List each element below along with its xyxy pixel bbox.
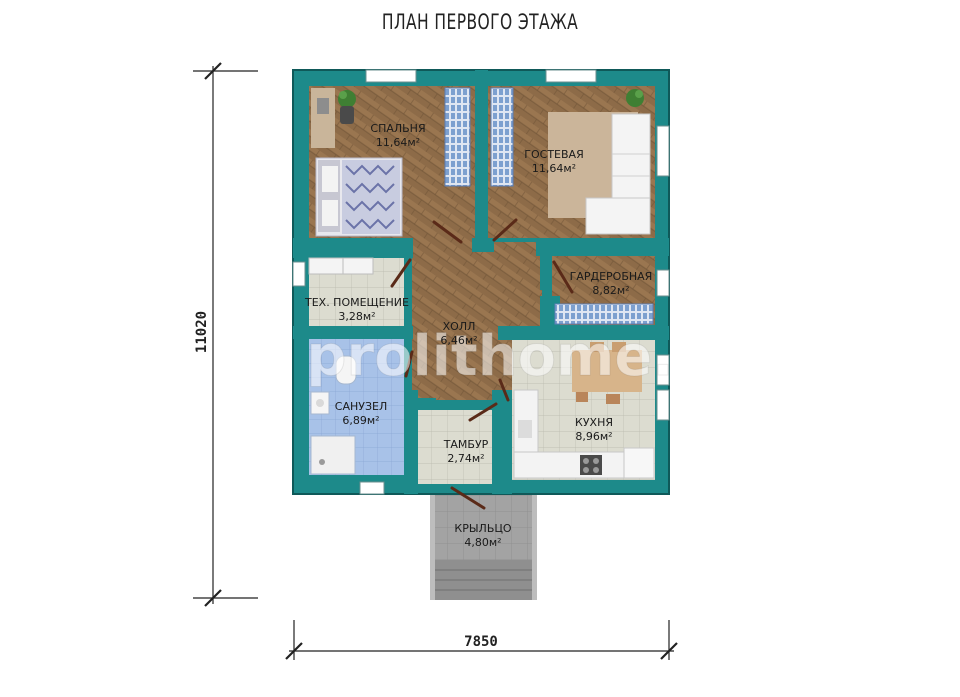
rail	[554, 303, 654, 325]
stove	[580, 455, 602, 475]
bathroom-furniture	[310, 355, 357, 475]
svg-text:ТАМБУР: ТАМБУР	[443, 438, 489, 451]
svg-text:3,28м²: 3,28м²	[338, 310, 375, 323]
room-label-tech: ТЕХ. ПОМЕЩЕНИЕ 3,28м²	[304, 296, 409, 323]
room-label-hall: ХОЛЛ 6,46м²	[440, 320, 477, 347]
svg-text:ТЕХ. ПОМЕЩЕНИЕ: ТЕХ. ПОМЕЩЕНИЕ	[304, 296, 409, 309]
bedroom-furniture	[311, 87, 471, 237]
svg-text:8,96м²: 8,96м²	[575, 430, 612, 443]
porch-steps	[435, 560, 532, 600]
svg-text:САНУЗЕЛ: САНУЗЕЛ	[335, 400, 387, 413]
room-label-vestibule: ТАМБУР 2,74м²	[443, 438, 489, 465]
svg-text:ГАРДЕРОБНАЯ: ГАРДЕРОБНАЯ	[570, 270, 653, 283]
tech-furniture	[308, 257, 374, 275]
watermark: prolithome.	[306, 324, 673, 389]
height-dimension-label: 11020	[194, 311, 210, 353]
wardrobe-furniture	[554, 303, 654, 325]
width-dimension: 7850	[285, 620, 678, 660]
plan-title: ПЛАН ПЕРВОГО ЭТАЖА	[381, 10, 579, 34]
guest-furniture	[490, 87, 651, 235]
room-label-bedroom: СПАЛЬНЯ 11,64м²	[370, 122, 425, 149]
svg-text:11,64м²: 11,64м²	[376, 136, 420, 149]
svg-text:2,74м²: 2,74м²	[447, 452, 484, 465]
porch	[430, 492, 537, 600]
width-dimension-label: 7850	[464, 634, 498, 650]
height-dimension: 11020	[193, 62, 258, 607]
vestibule-floor	[418, 410, 492, 484]
fridge	[623, 447, 655, 479]
room-label-kitchen: КУХНЯ 8,96м²	[575, 416, 613, 443]
svg-text:КРЫЛЬЦО: КРЫЛЬЦО	[454, 522, 512, 535]
dining-table	[572, 350, 642, 392]
svg-text:4,80м²: 4,80м²	[464, 536, 501, 549]
toilet	[335, 355, 357, 385]
room-label-porch: КРЫЛЬЦО 4,80м²	[454, 522, 512, 549]
svg-text:ГОСТЕВАЯ: ГОСТЕВАЯ	[524, 148, 583, 161]
svg-text:8,82м²: 8,82м²	[592, 284, 629, 297]
radiator	[444, 87, 471, 187]
room-label-guest: ГОСТЕВАЯ 11,64м²	[524, 148, 583, 175]
svg-text:СПАЛЬНЯ: СПАЛЬНЯ	[370, 122, 425, 135]
kitchen-furniture	[513, 342, 655, 479]
interior-walls	[293, 70, 669, 494]
svg-text:ХОЛЛ: ХОЛЛ	[443, 320, 476, 333]
doors	[390, 218, 574, 510]
desk	[311, 88, 335, 148]
shower	[310, 435, 356, 475]
room-label-bathroom: САНУЗЕЛ 6,89м²	[335, 400, 387, 427]
svg-text:6,89м²: 6,89м²	[342, 414, 379, 427]
svg-text:КУХНЯ: КУХНЯ	[575, 416, 613, 429]
svg-text:11,64м²: 11,64м²	[532, 162, 576, 175]
windows	[292, 69, 670, 495]
radiator	[490, 87, 514, 187]
boiler	[308, 257, 344, 275]
room-label-wardrobe: ГАРДЕРОБНАЯ 8,82м²	[570, 270, 653, 297]
svg-text:6,46м²: 6,46м²	[440, 334, 477, 347]
